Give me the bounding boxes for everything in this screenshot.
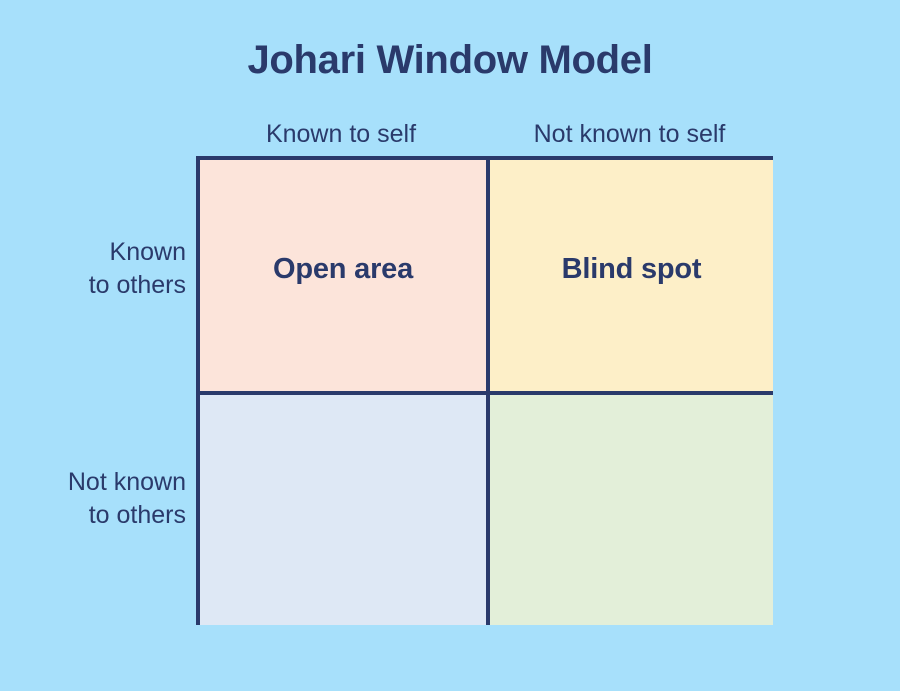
column-header-not-known-to-self: Not known to self [533,120,726,148]
quadrant-blind-spot: Blind spot [490,160,773,391]
quadrant-label-open-area: Open area [272,253,414,285]
quadrant-hidden-area: Hidden area [200,395,486,625]
row-header-line-2: to others [88,271,186,299]
column-header-known-to-self: Known to self [265,120,417,148]
quadrant-unknown: Unknown [490,395,773,625]
row-header-line-2: to others [88,501,186,529]
row-header-not-known-to-others: Not known to others [0,466,186,532]
row-header-line-1: Not known [67,468,186,496]
row-header-known-to-others: Known to others [0,236,186,302]
quadrant-open-area: Open area [200,160,486,391]
page-title: Johari Window Model [247,38,653,82]
quadrant-label-blind-spot: Blind spot [561,253,702,285]
row-header-line-1: Known [109,238,186,266]
quadrant-grid: Open area Blind spot Hidden area Unknown [196,156,773,625]
